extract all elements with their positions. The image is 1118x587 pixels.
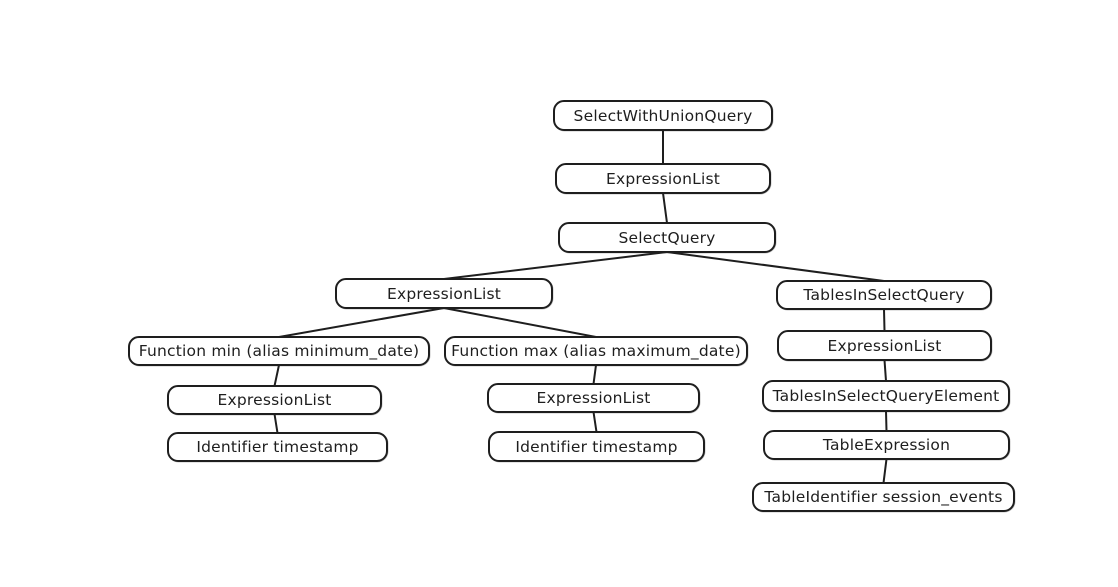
tree-node-select-with-union-query: SelectWithUnionQuery: [553, 100, 773, 131]
tree-node-expression-list-tables: ExpressionList: [777, 330, 992, 361]
tree-edge-tables-in-select-query-element--table-expression: [885, 410, 888, 432]
tree-node-identifier-timestamp-min: Identifier timestamp: [167, 432, 388, 462]
tree-node-expression-list-max: ExpressionList: [487, 383, 700, 413]
tree-edge-expression-list-tables--tables-in-select-query-element: [883, 359, 887, 382]
tree-edge-select-query--tables-in-select-query: [666, 251, 885, 282]
tree-node-expression-list-root: ExpressionList: [555, 163, 771, 194]
tree-node-table-identifier-session-events: TableIdentifier session_events: [752, 482, 1015, 512]
tree-edge-expression-list-select--function-min: [278, 307, 445, 338]
tree-node-tables-in-select-query-element: TablesInSelectQueryElement: [762, 380, 1010, 412]
tree-edge-expression-list-root--select-query: [662, 192, 668, 224]
tree-edge-expression-list-max--identifier-timestamp-max: [592, 411, 598, 433]
tree-edge-table-expression--table-identifier-session-events: [882, 458, 888, 484]
tree-edge-function-min--expression-list-min: [273, 364, 280, 387]
tree-node-identifier-timestamp-max: Identifier timestamp: [488, 431, 705, 462]
tree-node-function-min: Function min (alias minimum_date): [128, 336, 430, 366]
tree-edge-tables-in-select-query--expression-list-tables: [883, 308, 886, 332]
tree-node-function-max: Function max (alias maximum_date): [444, 336, 748, 366]
tree-node-expression-list-select: ExpressionList: [335, 278, 553, 309]
tree-node-table-expression: TableExpression: [763, 430, 1010, 460]
tree-edge-expression-list-min--identifier-timestamp-min: [273, 413, 279, 434]
tree-edge-function-max--expression-list-max: [592, 364, 597, 385]
tree-edge-select-query--expression-list-select: [443, 251, 668, 280]
tree-node-tables-in-select-query: TablesInSelectQuery: [776, 280, 992, 310]
tree-node-expression-list-min: ExpressionList: [167, 385, 382, 415]
tree-edge-expression-list-select--function-max: [443, 307, 597, 338]
tree-node-select-query: SelectQuery: [558, 222, 776, 253]
